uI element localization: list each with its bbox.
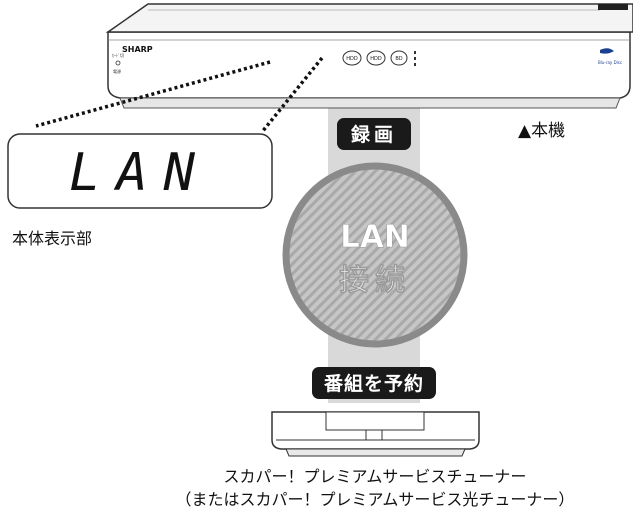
hdd2-button[interactable]: HDD — [366, 50, 386, 66]
tuner-caption-line2: （またはスカパー！プレミアムサービス光チューナー） — [176, 490, 575, 509]
power-label: 電源 — [113, 68, 121, 74]
circle-line2: 接続 — [339, 263, 411, 298]
svg-text:BD: BD — [395, 56, 402, 62]
display-caption: 本体表示部 — [12, 229, 92, 248]
lcd-display — [7, 133, 273, 209]
leader-line-right — [260, 56, 324, 134]
record-badge — [337, 118, 411, 150]
tuner-caption-line1: スカパー！プレミアムサービスチューナー — [224, 467, 527, 486]
reserve-badge-label: 番組を予約 — [323, 372, 424, 395]
svg-text:Blu-ray Disc: Blu-ray Disc — [598, 60, 622, 65]
bd-button[interactable]: BD — [390, 50, 408, 66]
hdd1-button[interactable]: HDD — [342, 50, 362, 66]
brand-logo: SHARP — [122, 45, 153, 54]
lan-connection-circle — [282, 162, 468, 348]
reserve-badge — [312, 367, 436, 399]
power-button[interactable] — [115, 60, 121, 66]
bluray-logo: Blu-ray Disc — [598, 48, 622, 65]
svg-text:HDD: HDD — [370, 56, 382, 62]
lcd-display-text: LAN — [69, 143, 211, 203]
main-unit-label: ▲本機 — [518, 121, 565, 141]
svg-text:HDD: HDD — [346, 56, 358, 62]
indicator-marks — [414, 51, 416, 66]
recorder-unit: SHARP ｶｰﾄﾞ切 電源 HDD HDD BD Blu-ray Disc — [105, 3, 633, 109]
card-label: ｶｰﾄﾞ切 — [112, 52, 124, 58]
leader-line-left — [35, 60, 271, 128]
circle-line1: LAN — [340, 219, 410, 255]
record-badge-label: 録画 — [351, 123, 397, 146]
tuner-device — [271, 411, 480, 457]
